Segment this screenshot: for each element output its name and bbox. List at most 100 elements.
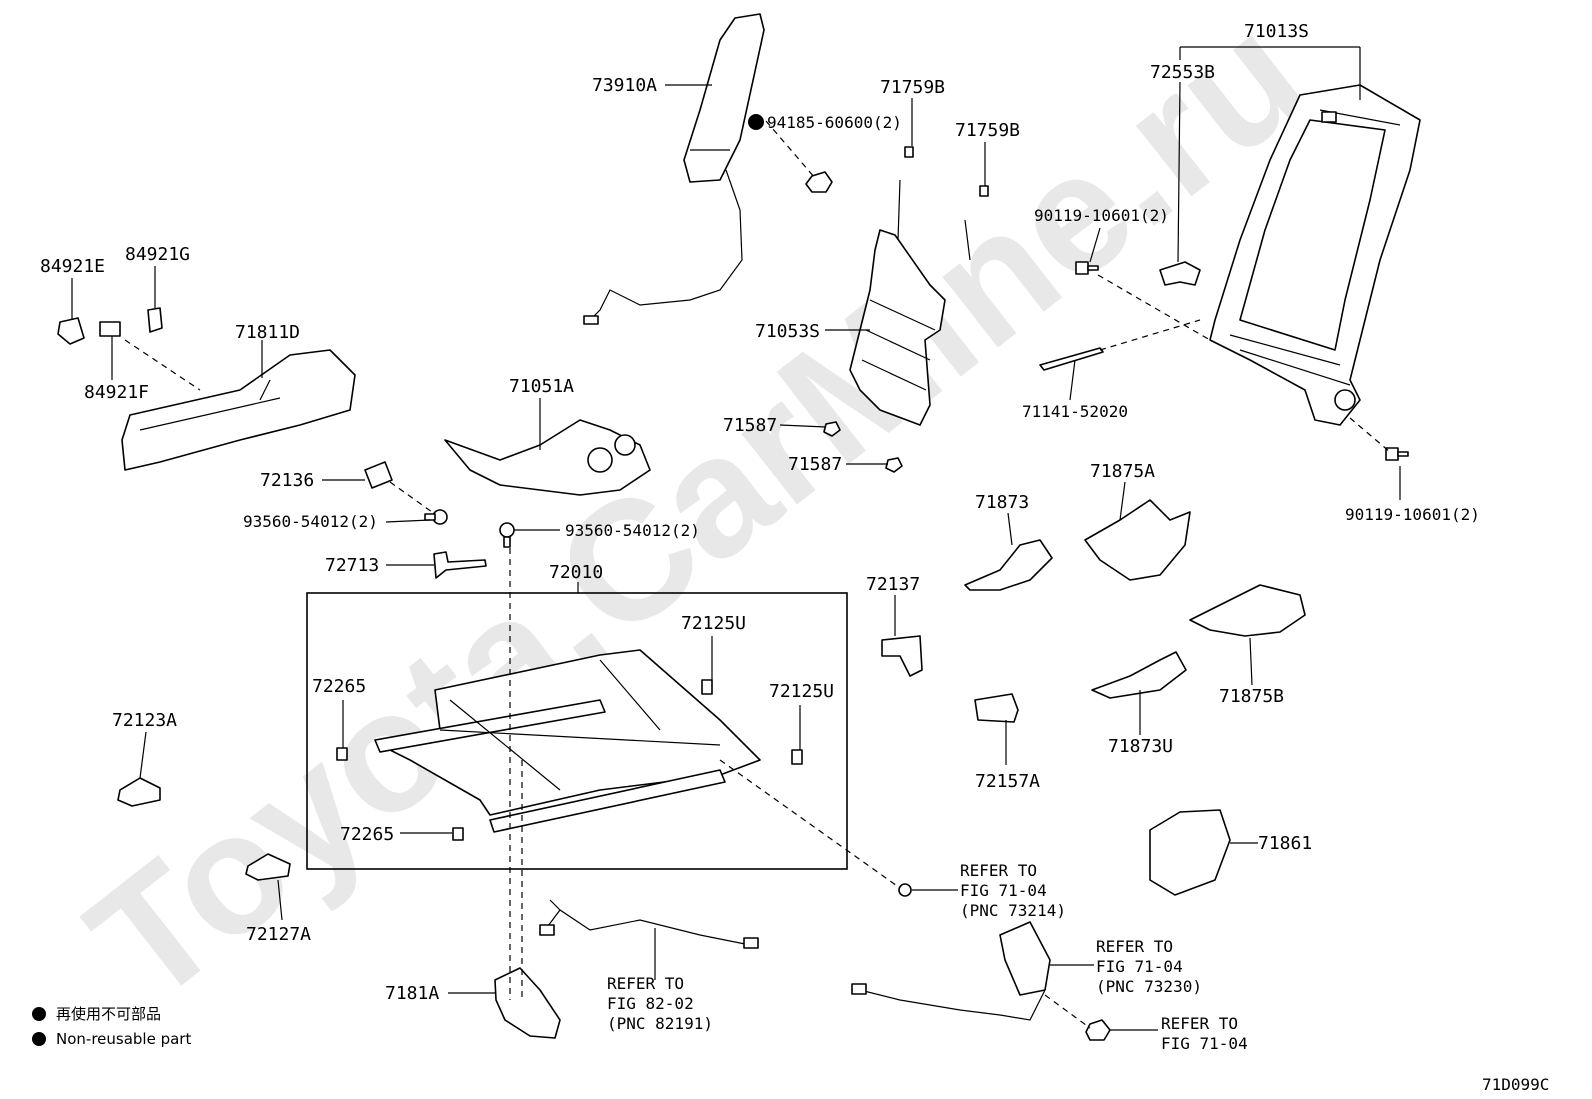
- seatback-frame-part[interactable]: [1209, 84, 1421, 426]
- cover-72137-part[interactable]: [881, 635, 923, 677]
- nut-71587-2-part[interactable]: [885, 457, 903, 473]
- label-71875B: 71875B: [1219, 686, 1284, 707]
- bolt-90119-bottom-part[interactable]: [1385, 447, 1409, 461]
- label-90119-bottom: 90119-10601(2): [1345, 505, 1480, 524]
- label-71051A: 71051A: [509, 376, 574, 397]
- washer-73214-part[interactable]: [898, 883, 912, 897]
- label-71759B-1: 71759B: [880, 77, 945, 98]
- label-71141: 71141-52020: [1022, 402, 1128, 421]
- seatback-plate-71053S-part[interactable]: [849, 179, 971, 426]
- knob-71861-part[interactable]: [1149, 809, 1231, 896]
- filled-dot-icon: [32, 1032, 46, 1046]
- label-72137: 72137: [866, 574, 920, 595]
- lever-72713-part[interactable]: [433, 551, 487, 579]
- non-reusable-marker-icon: [748, 114, 764, 130]
- nut-refer-71-04-part[interactable]: [1085, 1019, 1111, 1041]
- refer-note-73230: REFER TO FIG 71-04 (PNC 73230): [1096, 937, 1202, 996]
- cover-84921E-part[interactable]: [57, 317, 85, 345]
- svg-text:(PNC 73230): (PNC 73230): [1096, 977, 1202, 996]
- cover-71873U-part[interactable]: [1091, 651, 1187, 699]
- cover-71875A-part[interactable]: [1084, 499, 1191, 581]
- label-72553B: 72553B: [1150, 62, 1215, 83]
- bracket-7181A-part[interactable]: [494, 967, 561, 1039]
- label-71587-2: 71587: [788, 454, 842, 475]
- label-94185: 94185-60600(2): [767, 113, 902, 132]
- refer-note-71-04: REFER TO FIG 71-04: [1161, 1014, 1248, 1053]
- bolt-90119-top-part[interactable]: [1075, 261, 1099, 275]
- label-90119-top: 90119-10601(2): [1034, 206, 1169, 225]
- clip-72123A-part[interactable]: [117, 777, 161, 807]
- diagram-code: 71D099C: [1482, 1075, 1549, 1094]
- cover-71873-part[interactable]: [964, 539, 1053, 591]
- svg-text:REFER TO: REFER TO: [1096, 937, 1173, 956]
- label-72136: 72136: [260, 470, 314, 491]
- svg-text:FIG 82-02: FIG 82-02: [607, 994, 694, 1013]
- clip-72265-1-part[interactable]: [336, 747, 348, 761]
- filled-dot-icon: [32, 1007, 46, 1021]
- rod-71141-part[interactable]: [1039, 347, 1104, 371]
- svg-text:FIG 71-04: FIG 71-04: [1096, 957, 1183, 976]
- clip-72136-part[interactable]: [364, 461, 393, 489]
- refer-note-82191: REFER TO FIG 82-02 (PNC 82191): [607, 974, 713, 1033]
- label-84921E: 84921E: [40, 256, 105, 277]
- clip-72125U-1-part[interactable]: [701, 679, 713, 695]
- label-71587-1: 71587: [723, 415, 777, 436]
- label-93560-left: 93560-54012(2): [243, 512, 378, 531]
- label-7181A: 7181A: [385, 983, 439, 1004]
- svg-text:(PNC 82191): (PNC 82191): [607, 1014, 713, 1033]
- buckle-harness-73230-part[interactable]: [851, 921, 1051, 1021]
- cover-71875B-part[interactable]: [1189, 584, 1306, 637]
- legend: 再使用不可部品 Non-reusable part: [32, 1005, 191, 1048]
- label-72713: 72713: [325, 555, 379, 576]
- label-84921F: 84921F: [84, 382, 149, 403]
- label-71759B-2: 71759B: [955, 120, 1020, 141]
- label-71873: 71873: [975, 492, 1029, 513]
- label-71873U: 71873U: [1108, 736, 1173, 757]
- label-71013S: 71013S: [1244, 21, 1309, 42]
- label-72127A: 72127A: [246, 924, 311, 945]
- clip-71759B-2-part[interactable]: [979, 185, 989, 197]
- svg-text:FIG 71-04: FIG 71-04: [1161, 1034, 1248, 1053]
- recliner-71051A-part[interactable]: [444, 419, 651, 496]
- part-labels: 71013S 72553B 73910A 94185-60600(2) 7175…: [40, 21, 1480, 1004]
- bracket-72553B-part[interactable]: [1159, 261, 1201, 286]
- svg-text:REFER TO: REFER TO: [1161, 1014, 1238, 1033]
- label-93560-center: 93560-54012(2): [565, 521, 700, 540]
- label-84921G: 84921G: [125, 244, 190, 265]
- adjuster-assembly-box: [306, 592, 848, 870]
- legend-text-jp: 再使用不可部品: [56, 1005, 161, 1023]
- shield-71811D-part[interactable]: [121, 349, 356, 471]
- label-71053S: 71053S: [755, 321, 820, 342]
- nut-94185-part[interactable]: [805, 171, 833, 193]
- cover-72157A-part[interactable]: [974, 693, 1019, 723]
- clip-71759B-1-part[interactable]: [904, 146, 914, 158]
- cover-84921G-part[interactable]: [147, 307, 163, 333]
- label-72125U-1: 72125U: [681, 613, 746, 634]
- screw-93560-left-part[interactable]: [424, 509, 448, 525]
- label-73910A: 73910A: [592, 75, 657, 96]
- clip-72125U-2-part[interactable]: [791, 749, 803, 765]
- nut-71587-1-part[interactable]: [823, 421, 841, 437]
- wire-harness-82191-part[interactable]: [539, 899, 759, 949]
- svg-text:REFER TO: REFER TO: [960, 861, 1037, 880]
- clip-72127A-part[interactable]: [245, 853, 291, 881]
- label-72125U-2: 72125U: [769, 681, 834, 702]
- seat-adjuster-72010-part[interactable]: [374, 649, 761, 833]
- label-71861: 71861: [1258, 833, 1312, 854]
- label-72265-1: 72265: [312, 676, 366, 697]
- cover-84921F-part[interactable]: [99, 321, 121, 337]
- svg-text:REFER TO: REFER TO: [607, 974, 684, 993]
- svg-text:(PNC 73214): (PNC 73214): [960, 901, 1066, 920]
- clip-72265-2-part[interactable]: [452, 827, 464, 841]
- label-72157A: 72157A: [975, 771, 1040, 792]
- side-airbag-73910A-part[interactable]: [583, 13, 765, 325]
- svg-text:FIG 71-04: FIG 71-04: [960, 881, 1047, 900]
- label-72010: 72010: [549, 562, 603, 583]
- leader-lines: [71, 46, 1401, 1031]
- label-72123A: 72123A: [112, 710, 177, 731]
- legend-text-en: Non-reusable part: [56, 1030, 191, 1048]
- label-71811D: 71811D: [235, 322, 300, 343]
- refer-note-73214: REFER TO FIG 71-04 (PNC 73214): [960, 861, 1066, 920]
- label-71875A: 71875A: [1090, 461, 1155, 482]
